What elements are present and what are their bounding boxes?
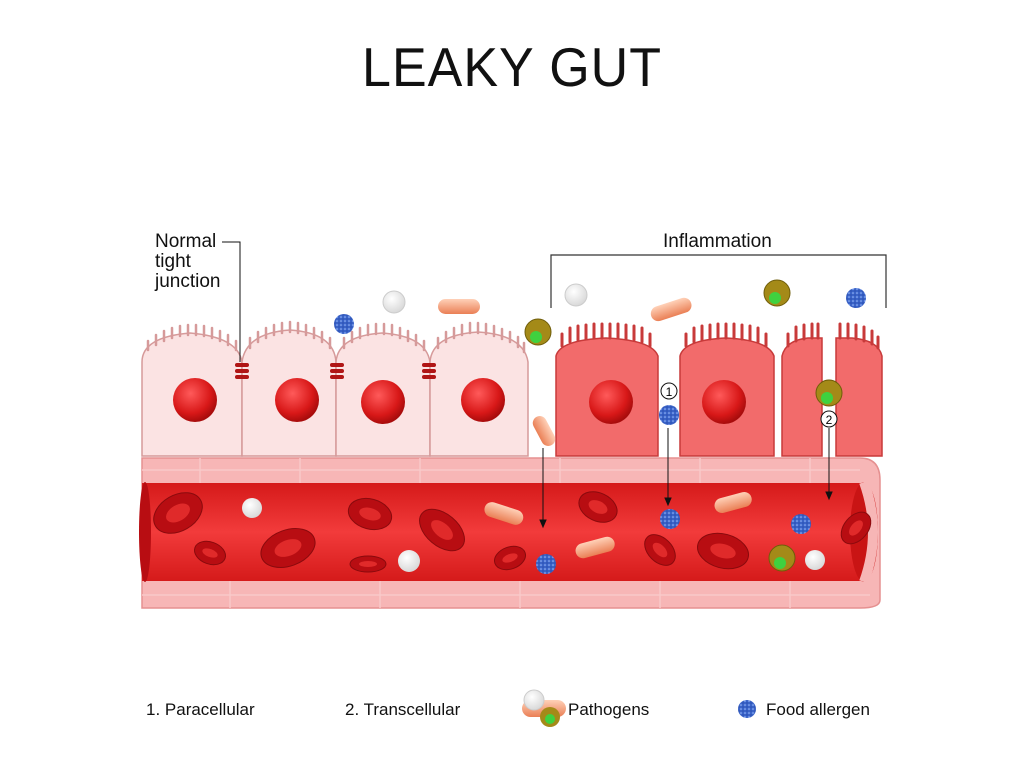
transcellular-marker: 2 xyxy=(821,411,837,427)
inflammation-bracket xyxy=(551,255,886,308)
blood-vessel xyxy=(139,458,880,608)
svg-text:2: 2 xyxy=(826,413,833,427)
paracellular-marker: 1 xyxy=(661,383,677,399)
legend-paracellular: 1. Paracellular xyxy=(146,700,255,720)
normal-junction-label-line1: Normal xyxy=(155,232,221,252)
legend-transcellular: 2. Transcellular xyxy=(345,700,460,720)
legend-pathogens: Pathogens xyxy=(568,700,649,720)
healthy-cells xyxy=(142,322,528,456)
normal-junction-label-line3: junction xyxy=(155,272,221,292)
normal-junction-label: Normal tight junction xyxy=(155,232,221,292)
food-allergen-legend-icon xyxy=(738,700,756,718)
legend-food-allergen: Food allergen xyxy=(766,700,870,720)
inflammation-label: Inflammation xyxy=(663,232,772,252)
svg-text:1: 1 xyxy=(666,385,673,399)
normal-junction-label-line2: tight xyxy=(155,252,221,272)
pathogens-legend-icon xyxy=(522,690,566,727)
